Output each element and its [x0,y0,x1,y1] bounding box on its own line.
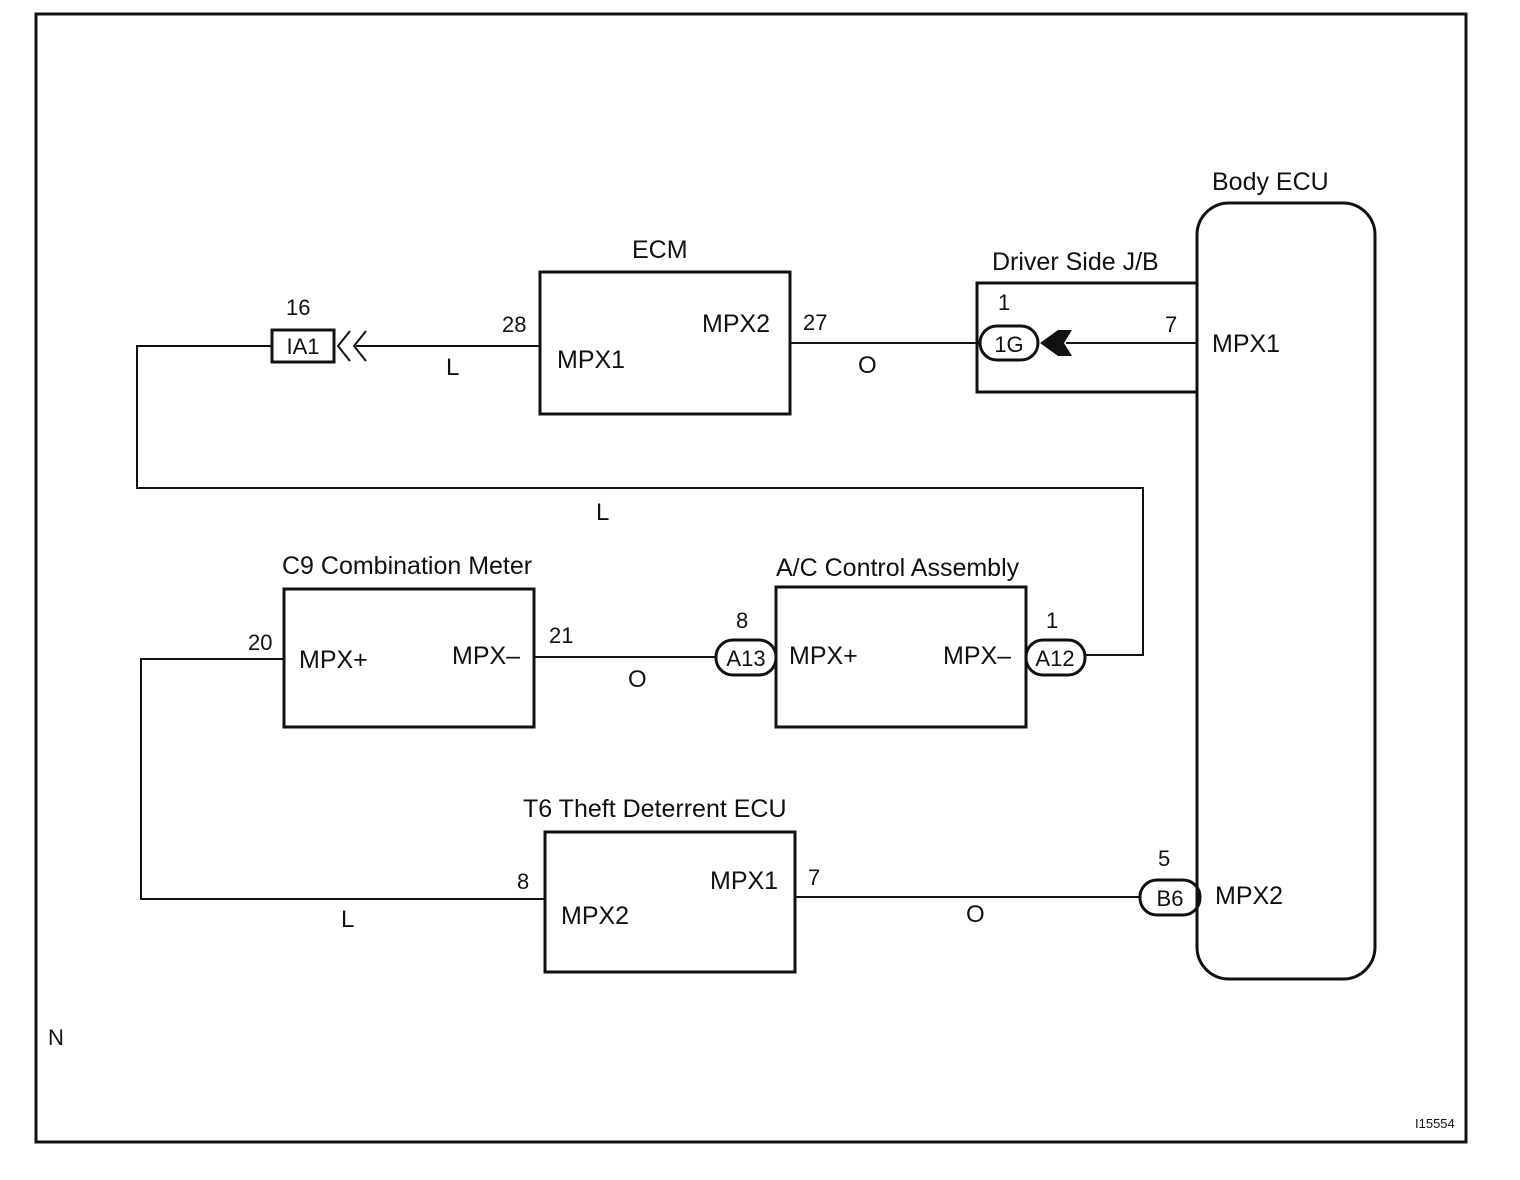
connector-a13-pin: 8 [736,608,748,633]
jb-arrow-icon [1040,330,1072,356]
ac-control-title: A/C Control Assembly [776,554,1020,582]
ecm-title: ECM [632,236,688,264]
jb-connector-pin: 1 [998,290,1010,315]
body-ecu-box [1195,201,1377,981]
theft-ecu-mpx2-label: MPX2 [561,902,629,930]
ac-control-mpx-minus: MPX– [943,642,1011,670]
theft-ecu-title: T6 Theft Deterrent ECU [523,795,787,823]
ecm-pin-27: 27 [803,310,827,335]
connector-1g-label: 1G [994,332,1023,357]
body-ecu-mpx2-label: MPX2 [1215,882,1283,910]
wire-ia1-ecm-color: L [446,354,459,381]
connector-a12 [1024,638,1087,677]
ia1-chevron-icon-2 [352,330,367,362]
connector-ia1-pin: 16 [286,295,310,320]
wire-meter-ac-color: O [628,666,647,693]
connector-b6-label: B6 [1157,886,1184,911]
figure-id: I15554 [1415,1116,1455,1131]
combo-meter-pin-21: 21 [549,623,573,648]
wire-loop-top-color: L [596,499,609,526]
ac-control-mpx-plus: MPX+ [789,642,858,670]
body-ecu-mpx1-label: MPX1 [1212,330,1280,358]
wire-ecm-jb-color: O [858,352,877,379]
connector-a13 [714,638,778,677]
jb-box [975,281,1197,394]
theft-ecu-box [543,830,797,974]
wire-theft-body-color: O [966,901,985,928]
wire-meter-theft [140,658,545,900]
ecm-pin-28: 28 [502,312,526,337]
theft-ecu-pin-7: 7 [808,865,820,890]
connector-b6 [1138,878,1202,917]
wire-loop-top [136,345,1144,656]
connector-a12-pin: 1 [1046,608,1058,633]
jb-title: Driver Side J/B [992,248,1159,276]
ia1-chevron-icon [336,330,351,362]
connector-a12-label: A12 [1035,646,1074,671]
ecm-box [538,270,792,416]
ecm-mpx1-label: MPX1 [557,346,625,374]
ecm-mpx2-label: MPX2 [702,310,770,338]
wire-meter-theft-color: L [341,906,354,933]
combo-meter-title: C9 Combination Meter [282,552,532,580]
combo-meter-mpx-plus: MPX+ [299,646,368,674]
body-ecu-title: Body ECU [1212,168,1329,196]
connector-a13-label: A13 [726,646,765,671]
theft-ecu-pin-8: 8 [517,869,529,894]
combo-meter-pin-20: 20 [248,630,272,655]
corner-letter: N [48,1025,64,1050]
diagram-frame [34,12,1468,1144]
theft-ecu-mpx1-label: MPX1 [710,867,778,895]
combo-meter-mpx-minus: MPX– [452,642,520,670]
connector-ia1-label: IA1 [286,334,319,359]
connector-b6-pin: 5 [1158,846,1170,871]
jb-out-pin: 7 [1165,312,1177,337]
